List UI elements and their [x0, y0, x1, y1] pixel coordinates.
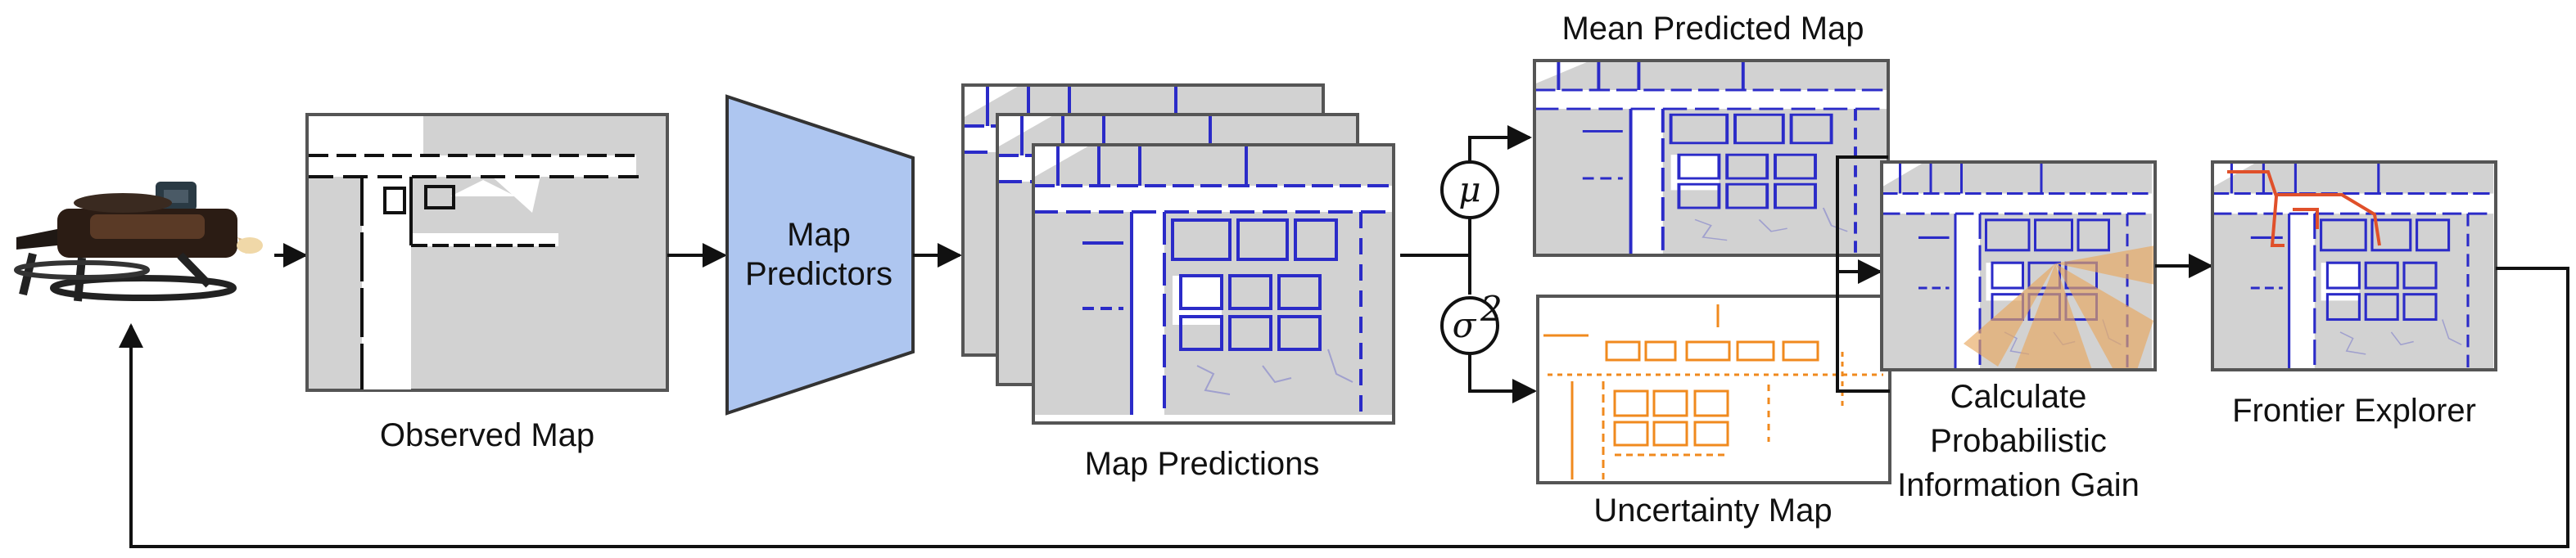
info-gain-label-line3: Information Gain: [1897, 467, 2140, 503]
uncertainty-map-label: Uncertainty Map: [1593, 493, 1832, 529]
map-predictors-label-line2: Predictors: [745, 256, 893, 292]
map-predictions-label: Map Predictions: [1085, 446, 1320, 482]
info-gain-map-image: [1880, 160, 2157, 371]
mu-symbol: μ: [1458, 169, 1480, 209]
map-predictions-stack: [961, 83, 1395, 425]
arrow-sigma-to-uncertainty: [1468, 353, 1537, 403]
sigma-symbol: σ: [1453, 305, 1477, 345]
merge-connector: [1836, 155, 1890, 393]
frontier-explorer-label: Frontier Explorer: [2232, 393, 2476, 429]
feedback-loop-arrow: [119, 267, 2569, 548]
sigma-exponent: 2: [1480, 289, 1503, 329]
mean-operator-node: μ: [1440, 160, 1499, 219]
drone-icon: [14, 182, 263, 302]
map-predictors-label-line1: Map: [787, 217, 851, 253]
mean-predicted-map-image: [1533, 59, 1890, 257]
info-gain-label-line1: Calculate: [1950, 379, 2087, 415]
frontier-explorer-map-image: [2211, 160, 2497, 371]
info-gain-label-line2: Probabilistic: [1930, 423, 2107, 459]
map-prediction-1: [1032, 143, 1395, 425]
split-connector: [1400, 217, 1471, 295]
observed-map-image: [305, 113, 669, 392]
map-predictors-block: Map Predictors: [725, 94, 915, 416]
variance-operator-node: σ 2: [1440, 289, 1503, 355]
mean-predicted-map-label: Mean Predicted Map: [1561, 11, 1864, 47]
observed-map-label: Observed Map: [380, 417, 594, 453]
arrow-mu-to-mean-map: [1468, 125, 1532, 162]
